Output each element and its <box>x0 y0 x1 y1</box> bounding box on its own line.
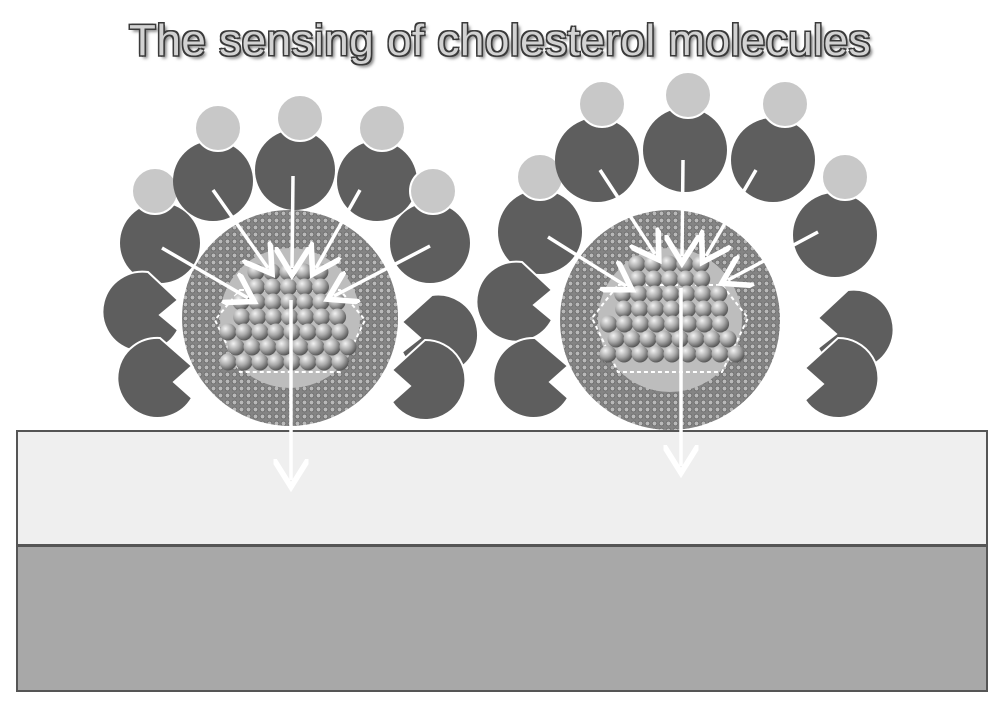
nanoparticle-sphere <box>312 278 329 296</box>
nanoparticle-sphere <box>628 255 646 273</box>
nanoparticle-sphere <box>646 285 664 303</box>
nanoparticle-sphere <box>639 330 657 348</box>
nanoparticle-sphere <box>339 338 357 356</box>
nanoparticle-sphere <box>259 338 277 356</box>
enzyme-icon <box>475 71 895 419</box>
nanoparticle-sphere <box>623 330 641 348</box>
nanoparticle-sphere <box>710 285 728 303</box>
nanoparticle-sphere <box>280 293 298 311</box>
nanoparticle-sphere <box>614 285 632 303</box>
nanoparticle-sphere <box>249 308 267 326</box>
nanoparticle-sphere <box>315 353 333 371</box>
nanoparticle-sphere <box>296 278 313 296</box>
nanoparticle-sphere <box>607 330 625 348</box>
nanoparticle-sphere <box>291 338 309 356</box>
nanoparticle-sphere <box>648 315 666 333</box>
nanoparticle-sphere <box>331 353 349 371</box>
nanoparticle-sphere <box>219 323 237 341</box>
nanoparticle-sphere <box>247 263 265 281</box>
nanoparticle-sphere <box>660 255 678 273</box>
nanoparticle-sphere <box>696 315 714 333</box>
nanoparticle-sphere <box>711 300 729 318</box>
nanoparticle-sphere <box>599 345 617 363</box>
nanoparticle-sphere <box>676 255 694 273</box>
nanoparticle-sphere <box>219 353 237 371</box>
nanoparticle-sphere <box>647 300 665 318</box>
signal-arrow-icon <box>547 159 819 466</box>
electrode-top-layer <box>16 430 988 546</box>
nanoparticle-sphere <box>248 278 265 296</box>
nanoparticle-sphere <box>267 323 285 341</box>
nanoparticle-sphere <box>297 308 315 326</box>
nanoparticle-sphere <box>712 315 730 333</box>
nanoparticle-sphere <box>331 323 349 341</box>
nanoparticle-sphere <box>615 345 633 363</box>
nanoparticle-sphere <box>227 338 245 356</box>
nanoparticle-sphere <box>703 330 721 348</box>
nanoparticle-sphere <box>311 263 329 281</box>
nanoparticle-sphere <box>719 330 737 348</box>
signal-arrow-icon <box>161 175 431 480</box>
nanoparticle-sphere <box>631 300 649 318</box>
nanoparticle-sphere <box>693 270 711 288</box>
electrode-bottom-layer <box>16 545 988 692</box>
nanoparticle-sphere <box>679 345 697 363</box>
nanoparticle-sphere <box>233 308 251 326</box>
nanoparticle-sphere <box>631 345 649 363</box>
nanoparticle-sphere <box>661 270 679 288</box>
nanoparticle-sphere <box>694 285 712 303</box>
nanoparticle-sphere <box>279 263 297 281</box>
nanoparticle-sphere <box>312 293 330 311</box>
nanoparticle-sphere <box>664 315 682 333</box>
nanoparticle-sphere <box>680 315 698 333</box>
nanoparticle-sphere <box>679 300 697 318</box>
nanoparticle-sphere <box>647 345 665 363</box>
sensor-assembly-left <box>101 94 479 480</box>
nanoparticle-sphere <box>295 263 313 281</box>
nanoparticle-sphere <box>264 278 281 296</box>
nanoparticle-sphere <box>251 323 269 341</box>
nanoparticle-sphere <box>275 338 293 356</box>
nanoparticle-sphere <box>711 345 729 363</box>
nanoparticle-sphere <box>662 285 680 303</box>
nanoparticle-sphere <box>265 308 283 326</box>
nanoparticle-sphere <box>687 330 705 348</box>
nanoparticle-sphere <box>307 338 325 356</box>
nanoparticle-sphere <box>692 255 710 273</box>
nanoparticle-sphere <box>630 285 648 303</box>
nanoparticle-sphere <box>235 323 253 341</box>
nanoparticle-sphere <box>695 300 713 318</box>
nanoparticle-sphere <box>645 270 663 288</box>
nanoparticle-sphere <box>629 270 647 288</box>
nanoparticle-sphere <box>235 353 253 371</box>
nanoparticle-sphere <box>299 323 317 341</box>
nanoparticle-sphere <box>615 300 633 318</box>
nanoparticle-sphere <box>267 353 285 371</box>
nanoparticle-sphere <box>644 255 662 273</box>
nanoparticle-sphere <box>329 308 347 326</box>
diagram-title: The sensing of cholesterol molecules <box>129 16 871 65</box>
nanoparticle-sphere <box>299 353 317 371</box>
nanoparticle-sphere <box>695 345 713 363</box>
sensor-assembly-right <box>475 71 895 466</box>
nanoparticle-sphere <box>323 338 341 356</box>
nanoparticle-sphere <box>251 353 269 371</box>
nanoparticle-sphere <box>296 293 314 311</box>
nanoparticle-sphere <box>632 315 650 333</box>
enzyme-icon <box>101 94 479 421</box>
nanoparticle-sphere <box>600 315 618 333</box>
nanoparticle-sphere <box>248 293 266 311</box>
nanoparticle-sphere <box>264 293 282 311</box>
nanoparticle-sphere <box>727 345 745 363</box>
nanoparticle-sphere <box>313 308 331 326</box>
nanoparticle-sphere <box>616 315 634 333</box>
nanoparticle-sphere <box>677 270 695 288</box>
nanoparticle-sphere <box>655 330 673 348</box>
nanoparticle-sphere <box>280 278 297 296</box>
nanoparticle-sphere <box>663 300 681 318</box>
nanoparticle-sphere <box>243 338 261 356</box>
nanoparticle-sphere <box>315 323 333 341</box>
nanoparticle-sphere <box>663 345 681 363</box>
